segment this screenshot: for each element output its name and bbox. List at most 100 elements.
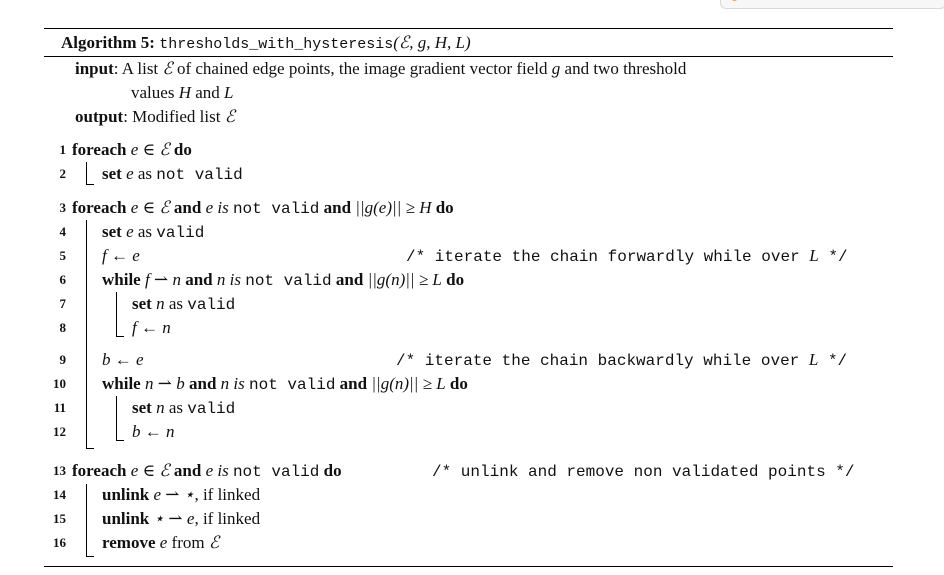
line-number: 4 (59, 224, 67, 239)
math: e (205, 461, 214, 480)
math: e (126, 164, 134, 183)
code-line-2: set e as not valid (102, 163, 243, 186)
comment-text: /* unlink and remove non validated point… (432, 463, 855, 481)
block-bar (86, 484, 87, 556)
output-label: output (75, 107, 124, 126)
keyword: while (102, 374, 141, 393)
keyword: remove (102, 533, 156, 552)
math: L (809, 246, 819, 265)
input-g: g (551, 59, 561, 78)
math: n (156, 398, 165, 417)
math: e (159, 533, 168, 552)
comment-backward: /* iterate the chain backwardly while ov… (396, 349, 847, 372)
keyword: set (102, 164, 122, 183)
code-line-9: b ← e (102, 349, 144, 371)
code-line-8: f ← n (132, 317, 171, 339)
math: ⋆ ⇀ e (153, 509, 195, 528)
math: e ∈ ℰ (130, 198, 170, 217)
math: e (126, 222, 134, 241)
keyword: and (173, 198, 202, 217)
block-bar-end (86, 556, 94, 557)
code-line-13: foreach e ∈ ℰ and e is not valid do (72, 460, 342, 483)
keyword: do (173, 140, 192, 159)
keyword: do (435, 198, 454, 217)
block-bar (116, 396, 117, 440)
line-number: 5 (59, 248, 67, 263)
comment-unlink: /* unlink and remove non validated point… (432, 460, 854, 483)
math: ℰ (208, 533, 220, 552)
keyword: do (323, 461, 342, 480)
output-line: output: Modified list ℰ (75, 106, 235, 128)
code-token: not valid (156, 166, 243, 184)
keyword: and (323, 198, 352, 217)
comment-forward: /* iterate the chain forwardly while ove… (406, 245, 848, 268)
text: as (137, 164, 153, 183)
algorithm-label: Algorithm 5: (61, 33, 155, 52)
keyword: and (173, 461, 202, 480)
algorithm-name: thresholds_with_hysteresis (159, 36, 394, 53)
math: f ← n (132, 318, 171, 337)
math: e (205, 198, 214, 217)
line-number: 7 (59, 296, 67, 311)
record-icon (731, 0, 738, 1)
code-token: valid (187, 296, 236, 314)
block-bar (86, 162, 87, 184)
math: b ← n (132, 422, 175, 441)
input-H: H (178, 83, 191, 102)
block-bar-end (116, 440, 124, 441)
line-number: 8 (59, 320, 67, 335)
text: as (168, 294, 183, 313)
math: n (220, 374, 230, 393)
math: ||g(n)|| ≥ L (371, 374, 446, 393)
keyword: unlink (102, 485, 150, 504)
keyword: and (335, 270, 364, 289)
line-number: 1 (59, 142, 67, 157)
code-token: not valid (249, 376, 336, 394)
code-token: not valid (232, 463, 320, 481)
text: , if linked (194, 509, 261, 528)
math: f ⇀ n (144, 270, 181, 289)
input-text: and two threshold (560, 59, 687, 78)
code-line-1: foreach e ∈ ℰ do (72, 139, 192, 161)
code-line-5: f ← e (102, 245, 140, 267)
code-line-14: unlink e ⇀ ⋆, if linked (102, 484, 260, 506)
code-line-11: set n as valid (132, 397, 235, 420)
code-line-4: set e as valid (102, 221, 204, 244)
keyword: do (449, 374, 468, 393)
line-number: 9 (59, 352, 67, 367)
block-bar-end (116, 336, 124, 337)
math: n (216, 270, 226, 289)
comment-text: /* iterate the chain backwardly while ov… (396, 352, 809, 370)
line-number: 16 (53, 535, 66, 550)
code-line-16: remove e from ℰ (102, 532, 219, 554)
text: is (233, 374, 245, 393)
line-number: 12 (53, 424, 66, 439)
algorithm-args: (ℰ, g, H, L) (393, 33, 471, 52)
keyword: foreach (72, 461, 127, 480)
code-token: valid (156, 224, 205, 242)
math: e ∈ ℰ (130, 140, 170, 159)
math: ||g(e)|| ≥ H (355, 198, 432, 217)
comment-text: */ (818, 352, 848, 370)
math: b ← e (102, 350, 144, 369)
top-rule (44, 28, 893, 30)
bottom-rule (44, 566, 893, 568)
math: n (156, 294, 165, 313)
comment-text: */ (818, 248, 848, 266)
text: as (168, 398, 183, 417)
keyword: foreach (72, 140, 127, 159)
input-text: values (131, 83, 179, 102)
input-text: and (190, 83, 225, 102)
math: n ⇀ b (144, 374, 185, 393)
input-text: : A list (113, 59, 163, 78)
text: is (217, 198, 229, 217)
line-number: 10 (53, 376, 66, 391)
code-line-7: set n as valid (132, 293, 235, 316)
line-number: 14 (53, 487, 66, 502)
code-line-6: while f ⇀ n and n is not valid and ||g(n… (102, 269, 464, 292)
math: f ← e (102, 246, 140, 265)
input-L: L (224, 83, 234, 102)
input-continuation: values H and L (131, 82, 233, 104)
keyword: and (185, 270, 213, 289)
keyword: and (188, 374, 217, 393)
